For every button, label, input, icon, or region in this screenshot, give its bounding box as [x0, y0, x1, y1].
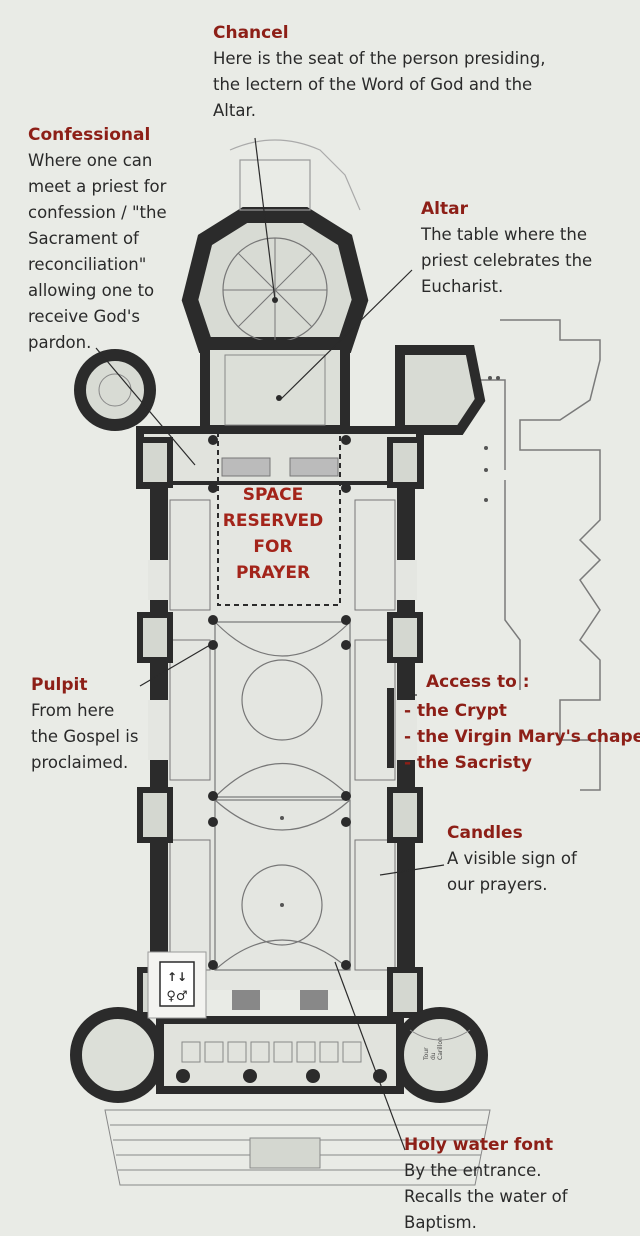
access-item-sacristy: - the Sacristy: [404, 753, 532, 773]
candles-desc: A visible sign of our prayers.: [447, 849, 577, 894]
confessional-annotation: Confessional Where one can meet a priest…: [28, 122, 167, 356]
access-item-virgin-mary-chapel: - the Virgin Mary's chapel: [404, 727, 640, 747]
prayer-space-outline: [217, 431, 341, 606]
adjacent-building-outline: [480, 319, 602, 791]
holy-water-annotation: Holy water font By the entrance. Recalls…: [404, 1132, 568, 1236]
elevator-restroom-icon: ↑↓ ♀♂: [147, 951, 207, 1019]
access-bar: [387, 688, 394, 768]
confessional-chapel: [74, 349, 156, 431]
access-heading: Access to :: [426, 672, 530, 692]
transept: [136, 426, 424, 489]
access-item-crypt: - the Crypt: [404, 701, 507, 721]
dot-markers: [484, 376, 500, 502]
apse: [181, 139, 369, 353]
pillars: [208, 435, 351, 970]
pulpit-title: Pulpit: [31, 675, 88, 695]
chancel-title: Chancel: [213, 23, 289, 43]
pulpit-annotation: Pulpit From here the Gospel is proclaime…: [31, 672, 138, 776]
candles-annotation: Candles A visible sign of our prayers.: [447, 820, 577, 898]
prayer-space-label: SPACE RESERVED FOR PRAYER: [222, 485, 324, 583]
altar-title: Altar: [421, 199, 468, 219]
nave: [148, 485, 417, 990]
svg-text:↑↓: ↑↓: [167, 970, 187, 984]
tower-label-line: Tour: [423, 1047, 430, 1061]
tower-label-line: du: [430, 1052, 437, 1060]
altar-annotation: Altar The table where the priest celebra…: [421, 196, 592, 300]
svg-text:♀♂: ♀♂: [166, 989, 187, 1004]
holy-water-desc: By the entrance. Recalls the water of Ba…: [404, 1161, 568, 1232]
confessional-title: Confessional: [28, 125, 151, 145]
altar-desc: The table where the priest celebrates th…: [421, 225, 593, 296]
leader-lines: [95, 137, 445, 1151]
chancel-annotation: Chancel Here is the seat of the person p…: [213, 20, 545, 124]
tower-label: TourduCarillon: [423, 1037, 444, 1061]
right-chapel: [395, 345, 486, 435]
holy-water-title: Holy water font: [404, 1135, 554, 1155]
pulpit-desc: From here the Gospel is proclaimed.: [31, 701, 139, 772]
confessional-desc: Where one can meet a priest for confessi…: [28, 151, 167, 352]
tower-label-line: Carillon: [437, 1037, 444, 1060]
narthex: [156, 990, 404, 1094]
choir: [200, 340, 350, 435]
entrance-steps: [104, 1109, 491, 1186]
chancel-desc: Here is the seat of the person presiding…: [213, 49, 546, 120]
access-list: - the Crypt - the Virgin Mary's chapel -…: [404, 698, 640, 776]
candles-title: Candles: [447, 823, 523, 843]
